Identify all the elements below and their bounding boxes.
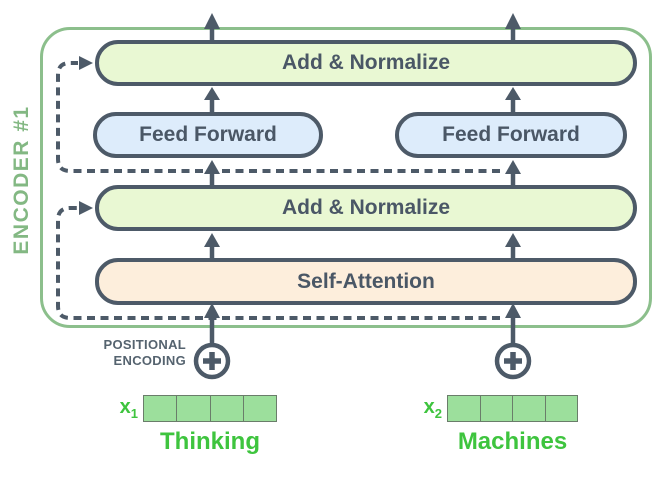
up-arrow-addnorm-to-ff-left-icon: [204, 160, 220, 186]
plus-circle-icon: [494, 342, 532, 380]
residual-connection-ff-icon: [56, 56, 500, 173]
up-arrow-ff-to-addnorm-left-icon: [204, 87, 220, 113]
add-normalize-mid-label: Add & Normalize: [281, 196, 451, 219]
embedding-cell: [210, 396, 244, 421]
feed-forward-left-box: Feed Forward: [93, 112, 323, 158]
plus-circle-icon: [193, 342, 231, 380]
add-normalize-mid-box: Add & Normalize: [95, 185, 637, 231]
embedding-cell: [448, 396, 481, 421]
positional-encoding-line2: ENCODING: [113, 353, 186, 368]
token-1-word: Thinking: [160, 428, 260, 455]
token-1-embedding-vector: [143, 395, 277, 422]
up-arrow-input-left-icon: [204, 303, 220, 345]
up-arrow-input-right-icon: [505, 303, 521, 345]
embedding-cell: [144, 396, 178, 421]
embedding-cell: [545, 396, 577, 421]
feed-forward-left-label: Feed Forward: [139, 123, 277, 146]
up-arrow-attn-to-addnorm-right-icon: [505, 233, 521, 259]
token-2-embedding-vector: [447, 395, 578, 422]
token-1-vector-label: x1: [119, 396, 138, 421]
encoder-border: [40, 27, 652, 328]
token-2-word: Machines: [457, 428, 568, 455]
self-attention-box: Self-Attention: [95, 258, 637, 305]
add-normalize-top-label: Add & Normalize: [281, 51, 451, 74]
self-attention-label: Self-Attention: [297, 269, 435, 293]
up-arrow-ff-to-addnorm-right-icon: [505, 87, 521, 113]
positional-encoding-label: POSITIONAL ENCODING: [80, 337, 186, 369]
feed-forward-right-box: Feed Forward: [395, 112, 627, 158]
token-2-vector-label: x2: [423, 396, 442, 421]
embedding-cell: [513, 396, 546, 421]
embedding-cell: [243, 396, 276, 421]
feed-forward-right-label: Feed Forward: [442, 123, 580, 146]
positional-encoding-line1: POSITIONAL: [103, 337, 186, 352]
residual-connection-input-icon: [56, 201, 500, 320]
up-arrow-addnorm-to-ff-right-icon: [505, 160, 521, 186]
embedding-cell: [480, 396, 513, 421]
up-arrow-attn-to-addnorm-left-icon: [204, 233, 220, 259]
embedding-cell: [177, 396, 211, 421]
add-normalize-top-box: Add & Normalize: [95, 40, 637, 86]
